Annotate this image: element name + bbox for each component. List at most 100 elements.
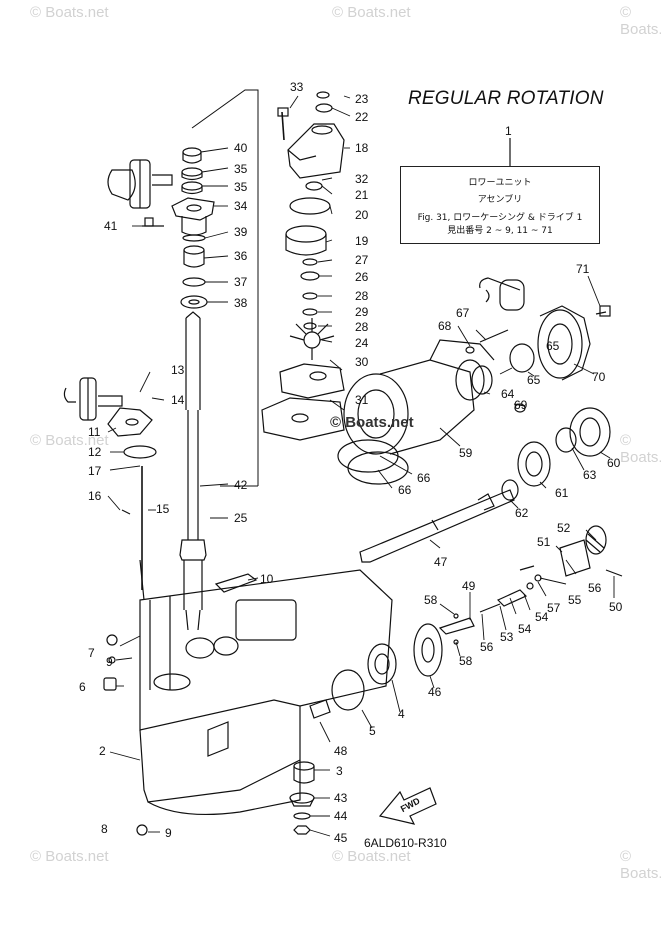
bushing-40[interactable] — [182, 147, 202, 164]
callout[interactable]: 50 — [609, 600, 623, 614]
callout[interactable]: 3 — [336, 764, 343, 778]
callout[interactable]: 69 — [514, 398, 528, 412]
callout[interactable]: 40 — [234, 141, 248, 155]
callout[interactable]: 32 — [355, 172, 369, 186]
callout[interactable]: 23 — [355, 92, 369, 106]
reverse-gear-61[interactable] — [517, 441, 551, 487]
callout[interactable]: 71 — [576, 262, 590, 276]
callout[interactable]: 45 — [334, 831, 348, 845]
callout[interactable]: 66 — [398, 483, 412, 497]
callout[interactable]: 62 — [515, 506, 529, 520]
callout[interactable]: 26 — [355, 270, 369, 284]
callout[interactable]: 61 — [555, 486, 569, 500]
callout[interactable]: 65 — [546, 339, 560, 353]
callout[interactable]: 64 — [501, 387, 515, 401]
prop-shaft-housing-59[interactable] — [343, 339, 495, 455]
callout[interactable]: 42 — [234, 478, 248, 492]
callout[interactable]: 37 — [234, 275, 248, 289]
oil-seals-35[interactable] — [181, 167, 203, 195]
callout[interactable]: 65 — [527, 373, 541, 387]
callout[interactable]: 8 — [101, 822, 108, 836]
callout[interactable]: 16 — [88, 489, 102, 503]
callout[interactable]: 35 — [234, 180, 248, 194]
callout[interactable]: 63 — [583, 468, 597, 482]
callout[interactable]: 30 — [355, 355, 369, 369]
water-pump-housing-18[interactable] — [287, 91, 345, 179]
pinion-43[interactable] — [289, 792, 315, 807]
needle-bearing-3[interactable] — [293, 761, 315, 784]
callout[interactable]: 51 — [537, 535, 551, 549]
callout[interactable]: 15 — [156, 502, 170, 516]
callout[interactable]: 17 — [88, 464, 102, 478]
dog-clutch-51[interactable] — [559, 539, 591, 577]
callout[interactable]: 56 — [480, 640, 494, 654]
callout[interactable]: 27 — [355, 253, 369, 267]
forward-gear-46[interactable] — [413, 623, 443, 677]
callout[interactable]: 9 — [165, 826, 172, 840]
callout[interactable]: 11 — [88, 425, 101, 439]
prop-shaft-cover-70[interactable] — [537, 305, 591, 381]
callout[interactable]: 47 — [434, 555, 448, 569]
callout[interactable]: 48 — [334, 744, 348, 758]
callout[interactable]: 13 — [171, 363, 185, 377]
callout[interactable]: 35 — [234, 162, 248, 176]
callout[interactable]: 20 — [355, 208, 369, 222]
callout[interactable]: 46 — [428, 685, 442, 699]
callout[interactable]: 19 — [355, 234, 369, 248]
callout[interactable]: 49 — [462, 579, 476, 593]
callout[interactable]: 56 — [588, 581, 602, 595]
callout[interactable]: 10 — [260, 572, 274, 586]
callout[interactable]: 24 — [355, 336, 369, 350]
callout[interactable]: 66 — [417, 471, 431, 485]
impeller-24[interactable] — [289, 318, 335, 360]
callout[interactable]: 70 — [592, 370, 606, 384]
callout[interactable]: 7 — [88, 646, 95, 660]
callout[interactable]: 43 — [334, 791, 348, 805]
callout[interactable]: 68 — [438, 319, 452, 333]
callout[interactable]: 22 — [355, 110, 369, 124]
callout[interactable]: 2 — [99, 744, 106, 758]
callout[interactable]: 60 — [607, 456, 621, 470]
callout[interactable]: 54 — [535, 610, 549, 624]
impeller-housing-19[interactable] — [285, 225, 327, 256]
seal-housing-34[interactable] — [171, 197, 215, 236]
bearing-36[interactable] — [183, 245, 205, 268]
callout[interactable]: 21 — [355, 188, 369, 202]
callout[interactable]: 31 — [355, 393, 369, 407]
callout[interactable]: 25 — [234, 511, 248, 525]
callout[interactable]: 36 — [234, 249, 248, 263]
callout[interactable]: 6 — [79, 680, 86, 694]
callout[interactable]: 38 — [234, 296, 248, 310]
callout[interactable]: 44 — [334, 809, 348, 823]
callout[interactable]: 1 — [505, 124, 512, 138]
callout[interactable]: 57 — [547, 601, 561, 615]
callout[interactable]: 34 — [234, 199, 248, 213]
callout[interactable]: 28 — [355, 320, 369, 334]
bearing-60[interactable] — [569, 407, 611, 457]
drive-shaft-42[interactable] — [179, 311, 207, 631]
callout[interactable]: 67 — [456, 306, 470, 320]
callout[interactable]: 59 — [459, 446, 473, 460]
propeller-shaft-47[interactable] — [359, 489, 515, 563]
callout[interactable]: 41 — [104, 219, 118, 233]
outer-plate-30[interactable] — [279, 363, 345, 399]
lower-casing-2[interactable] — [139, 569, 393, 816]
callout[interactable]: 33 — [290, 80, 304, 94]
callout[interactable]: 4 — [398, 707, 405, 721]
callout[interactable]: 58 — [459, 654, 473, 668]
callout[interactable]: 53 — [500, 630, 514, 644]
taper-bearing-4[interactable] — [367, 643, 397, 685]
callout[interactable]: 29 — [355, 305, 369, 319]
spring-52[interactable] — [585, 525, 607, 555]
callout[interactable]: 52 — [557, 521, 571, 535]
callout[interactable]: 5 — [369, 724, 376, 738]
callout[interactable]: 39 — [234, 225, 248, 239]
callout[interactable]: 54 — [518, 622, 532, 636]
callout[interactable]: 58 — [424, 593, 438, 607]
callout[interactable]: 18 — [355, 141, 369, 155]
callout[interactable]: 14 — [171, 393, 185, 407]
callout[interactable]: 12 — [88, 445, 102, 459]
callout[interactable]: 9 — [106, 655, 113, 669]
callout[interactable]: 55 — [568, 593, 582, 607]
gasket-31[interactable] — [261, 397, 345, 441]
